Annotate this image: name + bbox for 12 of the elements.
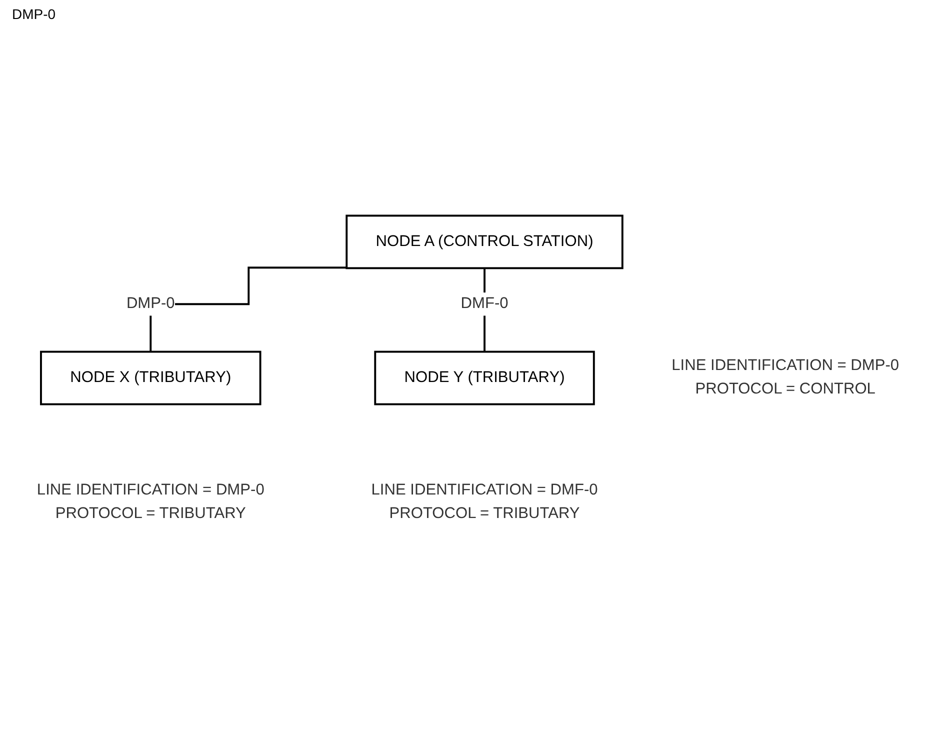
node-box: NODE X (TRIBUTARY) [40, 350, 262, 406]
line-label: DMP-0 [12, 6, 56, 22]
node-label: PROTOCOL = TRIBUTARY [389, 505, 580, 522]
node-label: LINE IDENTIFICATION = DMF-0 [371, 482, 598, 499]
node-box: NODE Y (TRIBUTARY) [374, 350, 595, 406]
node-label: LINE IDENTIFICATION = DMP-0 [672, 358, 900, 374]
node-label: PROTOCOL = CONTROL [695, 380, 876, 398]
edge-label: DMF-0 [460, 295, 508, 312]
node-box: NODE A (CONTROL STATION) [346, 214, 624, 270]
edge-label: DMP-0 [126, 295, 175, 312]
node-label: PROTOCOL = TRIBUTARY [55, 505, 246, 522]
node-label: LINE IDENTIFICATION = DMP-0 [36, 482, 264, 499]
